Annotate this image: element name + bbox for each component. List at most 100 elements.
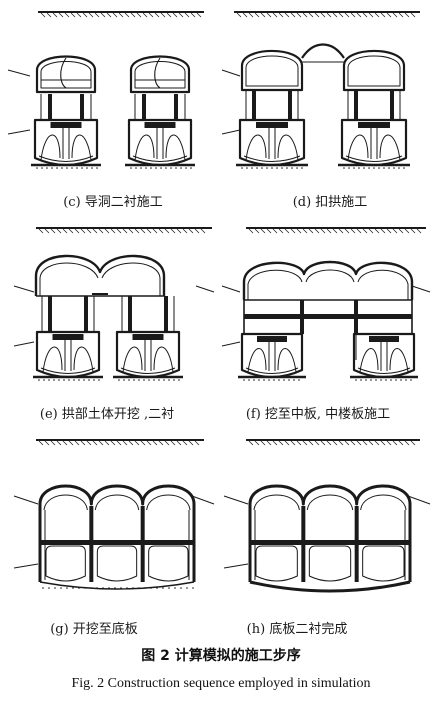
- cap-beam: [256, 122, 288, 128]
- ground-dot: [375, 379, 377, 381]
- soil-boundary-line: [407, 495, 431, 505]
- ground-hatch: [236, 12, 242, 18]
- ground-hatch: [44, 440, 50, 446]
- steel-column: [300, 300, 304, 334]
- ground-dot: [56, 167, 58, 169]
- ground-dot: [283, 379, 285, 381]
- ground-dot: [140, 167, 142, 169]
- ground-hatch: [164, 228, 170, 234]
- lower-box-lining: [148, 545, 189, 582]
- ground-hatch: [314, 440, 320, 446]
- ground-hatch: [104, 440, 110, 446]
- ground-hatch: [374, 12, 380, 18]
- ground-hatch: [320, 440, 326, 446]
- ground-dot: [84, 587, 86, 589]
- ground-hatch: [182, 228, 188, 234]
- middle-slab: [250, 540, 410, 545]
- lower-box-lining: [45, 545, 86, 582]
- excavation-bottom: [39, 581, 195, 590]
- ground-dot: [175, 167, 177, 169]
- pilot-drift-outer: [35, 55, 97, 94]
- ground-hatch: [260, 12, 266, 18]
- panel-d: [221, 11, 420, 169]
- ground-dot: [251, 167, 253, 169]
- soil-boundary-line: [13, 495, 39, 505]
- ground-hatch: [338, 228, 344, 234]
- ground-hatch: [410, 440, 416, 446]
- soil-boundary-line: [411, 285, 431, 293]
- ground-dot: [98, 379, 100, 381]
- ground-hatch: [344, 12, 350, 18]
- triple-arch-lining: [253, 494, 407, 511]
- ground-dot: [258, 379, 260, 381]
- ground-dot: [76, 167, 78, 169]
- ground-hatch: [356, 440, 362, 446]
- ground-hatch: [266, 228, 272, 234]
- soil-boundary-line: [223, 495, 249, 505]
- support-arch-left: [247, 348, 267, 373]
- ground-hatch: [58, 12, 64, 18]
- ground-hatch: [182, 440, 188, 446]
- ground-hatch: [176, 228, 182, 234]
- ground-hatch: [308, 228, 314, 234]
- support-arch-right: [379, 134, 401, 161]
- ground-hatch: [166, 12, 172, 18]
- ground-hatch: [332, 440, 338, 446]
- ground-hatch: [386, 228, 392, 234]
- ground-hatch: [398, 440, 404, 446]
- figure-caption-cn: 图 2 计算模拟的施工步序: [141, 647, 301, 664]
- steel-column: [390, 90, 394, 120]
- ground-hatch: [98, 440, 104, 446]
- ground-hatch: [332, 12, 338, 18]
- ground-dot: [358, 167, 360, 169]
- caption-c: (c) 导洞二衬施工: [63, 195, 163, 210]
- soil-boundary-line: [13, 285, 35, 293]
- double-arch-lining: [39, 262, 161, 296]
- ground-hatch: [134, 228, 140, 234]
- ground-dot: [393, 167, 395, 169]
- ground-hatch: [124, 12, 130, 18]
- ground-hatch: [410, 12, 416, 18]
- steel-column: [354, 300, 358, 334]
- ground-hatch: [356, 12, 362, 18]
- ground-dot: [91, 167, 93, 169]
- ground-hatch: [62, 228, 68, 234]
- ground-dot: [383, 167, 385, 169]
- ground-dot: [81, 167, 83, 169]
- ground-hatch: [196, 12, 202, 18]
- ground-hatch: [338, 12, 344, 18]
- ground-hatch: [254, 440, 260, 446]
- ground-hatch: [148, 12, 154, 18]
- ground-hatch: [68, 440, 74, 446]
- ground-hatch: [74, 440, 80, 446]
- ground-hatch: [350, 228, 356, 234]
- lower-box-lining: [255, 545, 298, 582]
- ground-dot: [403, 167, 405, 169]
- ground-hatch: [188, 440, 194, 446]
- ground-dot: [173, 379, 175, 381]
- ground-hatch: [350, 12, 356, 18]
- ground-dot: [38, 379, 40, 381]
- ground-hatch: [404, 12, 410, 18]
- soil-boundary-line: [191, 495, 215, 505]
- ground-dot: [73, 379, 75, 381]
- ground-hatch: [170, 228, 176, 234]
- ground-dot: [60, 587, 62, 589]
- ground-hatch: [272, 228, 278, 234]
- ground-hatch: [112, 12, 118, 18]
- ground-hatch: [128, 228, 134, 234]
- ground-dot: [153, 379, 155, 381]
- ground-hatch: [80, 440, 86, 446]
- double-arch-outer: [34, 254, 166, 296]
- cap-beam: [257, 336, 287, 342]
- support-arch-right: [73, 346, 94, 373]
- ground-hatch: [248, 440, 254, 446]
- ground-dot: [360, 379, 362, 381]
- ground-hatch: [184, 12, 190, 18]
- ground-hatch: [260, 228, 266, 234]
- ground-dot: [162, 587, 164, 589]
- ground-hatch: [158, 228, 164, 234]
- ground-hatch: [130, 12, 136, 18]
- ground-dot: [148, 379, 150, 381]
- figure-caption-en: Fig. 2 Construction sequence employed in…: [71, 676, 370, 691]
